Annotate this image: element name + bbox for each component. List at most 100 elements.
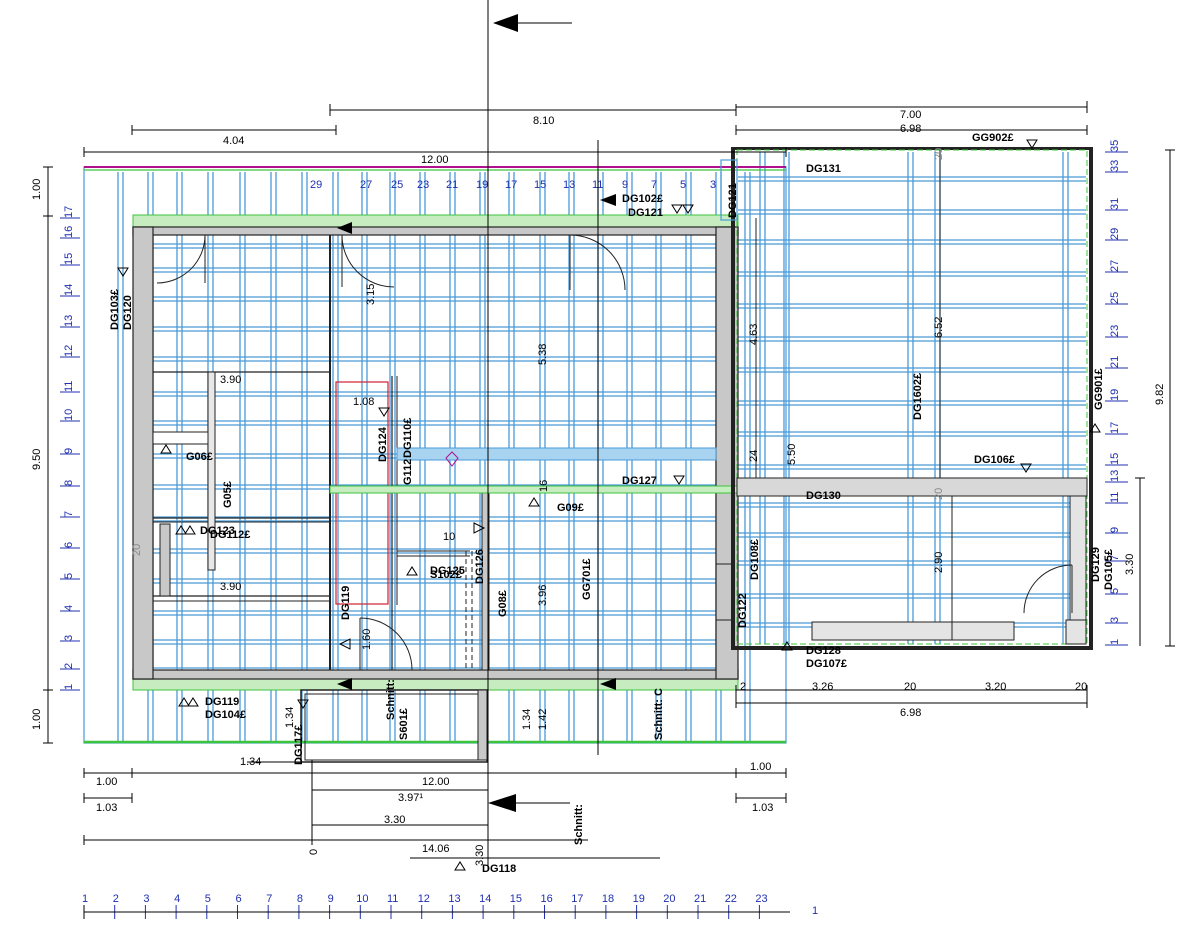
joist-horizontal-right: [738, 367, 1086, 373]
dim-rb-3-20: 3.20: [985, 681, 1006, 693]
wall-bottom: [132, 669, 739, 680]
label-dg127: DG127: [622, 475, 657, 487]
dim-int-6-52: 6.52: [933, 317, 945, 338]
grid-number-top: 17: [505, 179, 517, 191]
label-dg128: DG128: [806, 645, 841, 657]
grid-number-right: 19: [1109, 389, 1121, 401]
grid-number-right: 5: [1109, 588, 1121, 594]
label-dg107: DG107£: [806, 658, 847, 670]
grid-number-left: 17: [63, 206, 75, 218]
grid-number-top: 25: [391, 179, 403, 191]
joist-horizontal: [140, 610, 722, 616]
grid-number-bottom: 20: [663, 893, 675, 905]
section-arrow-top: [493, 14, 518, 32]
grid-number-bottom: 11: [387, 893, 398, 905]
dim-int-10: 10: [443, 531, 455, 543]
dim-bottom-1-00: 1.00: [96, 776, 117, 788]
dim-rb-20b: 20: [1075, 681, 1087, 693]
grid-number-bottom: 5: [205, 893, 211, 905]
grid-number-right: 3: [1109, 617, 1121, 623]
grid-number-bottom: 14: [479, 893, 491, 905]
grid-number-top: 13: [563, 179, 575, 191]
grid-number-right: 23: [1109, 325, 1121, 337]
label-g112: G112: [402, 459, 414, 485]
joist-horizontal: [140, 326, 722, 332]
grid-number-top: 23: [417, 179, 429, 191]
label-schnitt-b: Schnitt:: [573, 804, 585, 845]
dim-rb-6-98: 6.98: [900, 707, 921, 719]
grid-number-left: 6: [63, 542, 75, 548]
grid-number-right: 27: [1109, 260, 1121, 272]
label-gg701: GG701£: [581, 558, 593, 600]
door-swings-left: [156, 234, 626, 671]
dim-int-2-90: 2.90: [933, 552, 945, 573]
joist-horizontal: [140, 639, 722, 645]
label-g05: G05£: [222, 481, 234, 508]
dim-bottom-0: 0: [308, 849, 320, 855]
dim-left-1-00: 1.00: [31, 179, 43, 200]
wall-left: [132, 226, 154, 680]
label-dg103: DG103£: [109, 289, 121, 330]
grid-number-left: 13: [63, 315, 75, 327]
label-dg112: DG112£: [210, 529, 250, 541]
grid-number-left: 16: [63, 226, 75, 238]
grid-number-bottom: 22: [725, 893, 737, 905]
blue-beam-mid: [396, 447, 717, 461]
grid-number-top: 29: [310, 179, 322, 191]
label-dg124: DG124: [377, 426, 389, 462]
element-labels: GG902£ DG131 DG102£ DG121 DG103£ DG120 G…: [109, 132, 1115, 875]
grid-number-bottom: 6: [236, 893, 242, 905]
joist-vertical-right: [907, 152, 914, 644]
grid-number-bottom-extra: 1: [812, 905, 818, 917]
joist-vertical: [270, 172, 277, 742]
dim-int-24: 24: [748, 450, 760, 462]
grid-number-top: 27: [360, 179, 372, 191]
joist-horizontal-right: [738, 560, 1086, 566]
joist-horizontal-right: [738, 532, 1086, 538]
dim-int-5-38: 5.38: [537, 344, 549, 365]
dim-top-12-00: 12.00: [421, 154, 449, 166]
joist-vertical: [332, 172, 339, 742]
joist-horizontal-right: [738, 593, 1086, 599]
dim-int-5-50: 5.50: [786, 444, 798, 465]
grid-number-bottom: 21: [694, 893, 706, 905]
grid-number-right: 13: [1109, 470, 1121, 482]
joist-horizontal: [140, 391, 722, 397]
grid-number-bottom: 13: [448, 893, 460, 905]
grid-number-bottom: 7: [266, 893, 272, 905]
joist-horizontal: [140, 356, 722, 362]
dimension-text: 8.10 7.00 6.98 4.04 12.00 1.00 9.50 1.00…: [31, 109, 1166, 866]
section-markers: [337, 0, 616, 870]
label-dg126: DG126: [474, 549, 486, 584]
dim-int-16: 16: [538, 480, 550, 492]
grid-number-top: 15: [534, 179, 546, 191]
dim-int-3-15: 3.15: [365, 284, 377, 305]
dim-bottom-14-06: 14.06: [422, 843, 450, 855]
grid-number-left: 11: [63, 381, 75, 392]
right-building: [715, 147, 1093, 650]
joist-horizontal-right: [738, 336, 1086, 342]
label-dg118: DG118: [482, 863, 516, 875]
label-dg119b: DG119: [340, 586, 352, 620]
grid-number-right: 21: [1109, 356, 1121, 368]
green-beam-mid: [329, 485, 739, 494]
grid-number-right: 15: [1109, 453, 1121, 465]
joist-horizontal-right: [738, 431, 1086, 437]
dim-int-1-34b: 1.34: [521, 709, 533, 730]
triangle-markers: [117, 139, 1101, 871]
dim-int-3-90b: 3.90: [220, 581, 241, 593]
joist-horizontal: [140, 578, 722, 584]
grid-number-bottom: 18: [602, 893, 614, 905]
dim-int-20b: 20: [933, 488, 945, 500]
label-dg110: DG110£: [402, 418, 414, 458]
label-schnitt-a: Schnitt:: [385, 679, 397, 720]
dim-rb-3-26: 3.26: [812, 681, 833, 693]
dim-rb-20: 20: [904, 681, 916, 693]
grid-number-bottom: 8: [297, 893, 303, 905]
label-dg106: DG106£: [974, 454, 1015, 466]
dim-int-3-96: 3.96: [537, 585, 549, 606]
grid-number-bottom: 2: [113, 893, 119, 905]
grid-number-bottom: 3: [143, 893, 149, 905]
joist-horizontal: [140, 420, 722, 426]
grid-number-left: 7: [63, 511, 75, 517]
